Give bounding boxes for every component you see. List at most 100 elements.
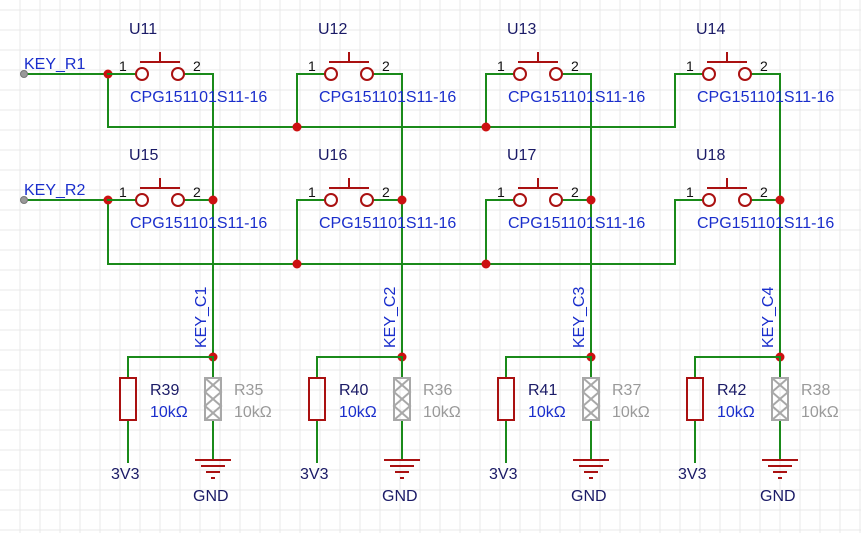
junction-dot [397,195,407,205]
parts-layer [119,52,798,479]
column-net-label: KEY_C2 [382,287,399,348]
switch-designator: U12 [318,21,347,38]
switch-part-number: CPG151101S11-16 [508,89,645,106]
switch-pin-label: 1 [308,184,316,200]
pullup-branch-wire [127,356,214,379]
column-net-label: KEY_C3 [571,287,588,348]
switch-terminal-2 [738,67,752,81]
switch-terminal-1 [135,67,149,81]
switch-designator: U15 [129,147,158,164]
junction-dot [481,122,491,132]
switch-pin-label: 2 [760,184,768,200]
junction-dot [292,122,302,132]
switch-terminal-1 [135,193,149,207]
dnp-resistor-cross [581,377,601,421]
switch-part-number: CPG151101S11-16 [130,89,267,106]
dnp-resistor-ref: R35 [234,382,263,399]
dnp-resistor-body [393,377,411,421]
switch-terminal-1 [513,193,527,207]
pullup-resistor-body [308,377,326,421]
pullup-resistor-ref: R39 [150,382,179,399]
row-bus-wire [107,199,676,265]
dnp-resistor-cross [770,377,790,421]
junction-dot [292,259,302,269]
switch-pin-label: 2 [571,58,579,74]
pullup-branch-wire [505,356,592,379]
switch-part-number: CPG151101S11-16 [130,215,267,232]
power-label: 3V3 [678,466,707,483]
row-input-pin [20,196,28,204]
switch-pin-label: 2 [571,184,579,200]
switch-terminal-1 [702,67,716,81]
switch-designator: U17 [507,147,536,164]
row-input-pin [20,70,28,78]
dnp-resistor-body [204,377,222,421]
switch-terminal-2 [171,193,185,207]
dnp-resistor-value: 10kΩ [234,404,272,421]
switch-part-number: CPG151101S11-16 [697,89,834,106]
switch-pin-label: 2 [382,58,390,74]
wires-layer [20,69,785,463]
switch-terminal-2 [549,67,563,81]
switch-terminal-1 [324,193,338,207]
switch-terminal-2 [360,193,374,207]
switch-pin-label: 1 [119,184,127,200]
power-label: 3V3 [111,466,140,483]
row-bus-wire [107,73,676,128]
switch-designator: U14 [696,21,725,38]
dnp-resistor-value: 10kΩ [801,404,839,421]
switch-part-number: CPG151101S11-16 [319,89,456,106]
switch-pin-label: 1 [686,184,694,200]
junction-dot [586,195,596,205]
dnp-resistor-ref: R38 [801,382,830,399]
pullup-branch-wire [316,356,403,379]
ground-label: GND [193,488,229,505]
dnp-resistor-cross [203,377,223,421]
pullup-resistor-value: 10kΩ [528,404,566,421]
ground-label: GND [571,488,607,505]
dnp-resistor-ref: R36 [423,382,452,399]
dnp-resistor-value: 10kΩ [612,404,650,421]
pullup-resistor-value: 10kΩ [717,404,755,421]
junction-dot [208,195,218,205]
switch-designator: U18 [696,147,725,164]
switch-designator: U11 [129,21,157,38]
switch-pin-label: 2 [193,58,201,74]
pullup-resistor-body [119,377,137,421]
switch-part-number: CPG151101S11-16 [508,215,645,232]
switch-pin-label: 1 [497,58,505,74]
switch-pin-label: 2 [193,184,201,200]
switch-designator: U13 [507,21,536,38]
pullup-resistor-value: 10kΩ [150,404,188,421]
dnp-resistor-body [582,377,600,421]
switch-terminal-2 [360,67,374,81]
row-net-label: KEY_R1 [24,56,85,73]
switch-pin-label: 1 [119,58,127,74]
power-label: 3V3 [489,466,518,483]
switch-terminal-1 [324,67,338,81]
pullup-branch-wire [694,356,781,379]
column-net-label: KEY_C1 [193,287,210,348]
pullup-resistor-body [497,377,515,421]
switch-terminal-2 [549,193,563,207]
switch-pin-label: 1 [686,58,694,74]
switch-terminal-1 [702,193,716,207]
pullup-resistor-ref: R41 [528,382,557,399]
dnp-resistor-body [771,377,789,421]
dnp-resistor-value: 10kΩ [423,404,461,421]
junction-dot [775,195,785,205]
power-label: 3V3 [300,466,329,483]
pullup-resistor-value: 10kΩ [339,404,377,421]
pullup-resistor-ref: R40 [339,382,368,399]
switch-pin-label: 2 [760,58,768,74]
switch-terminal-2 [738,193,752,207]
row-net-label: KEY_R2 [24,182,85,199]
switch-pin-label: 1 [497,184,505,200]
pullup-resistor-body [686,377,704,421]
switch-pin-label: 2 [382,184,390,200]
column-net-label: KEY_C4 [760,287,777,348]
junction-dot [481,259,491,269]
switch-designator: U16 [318,147,347,164]
